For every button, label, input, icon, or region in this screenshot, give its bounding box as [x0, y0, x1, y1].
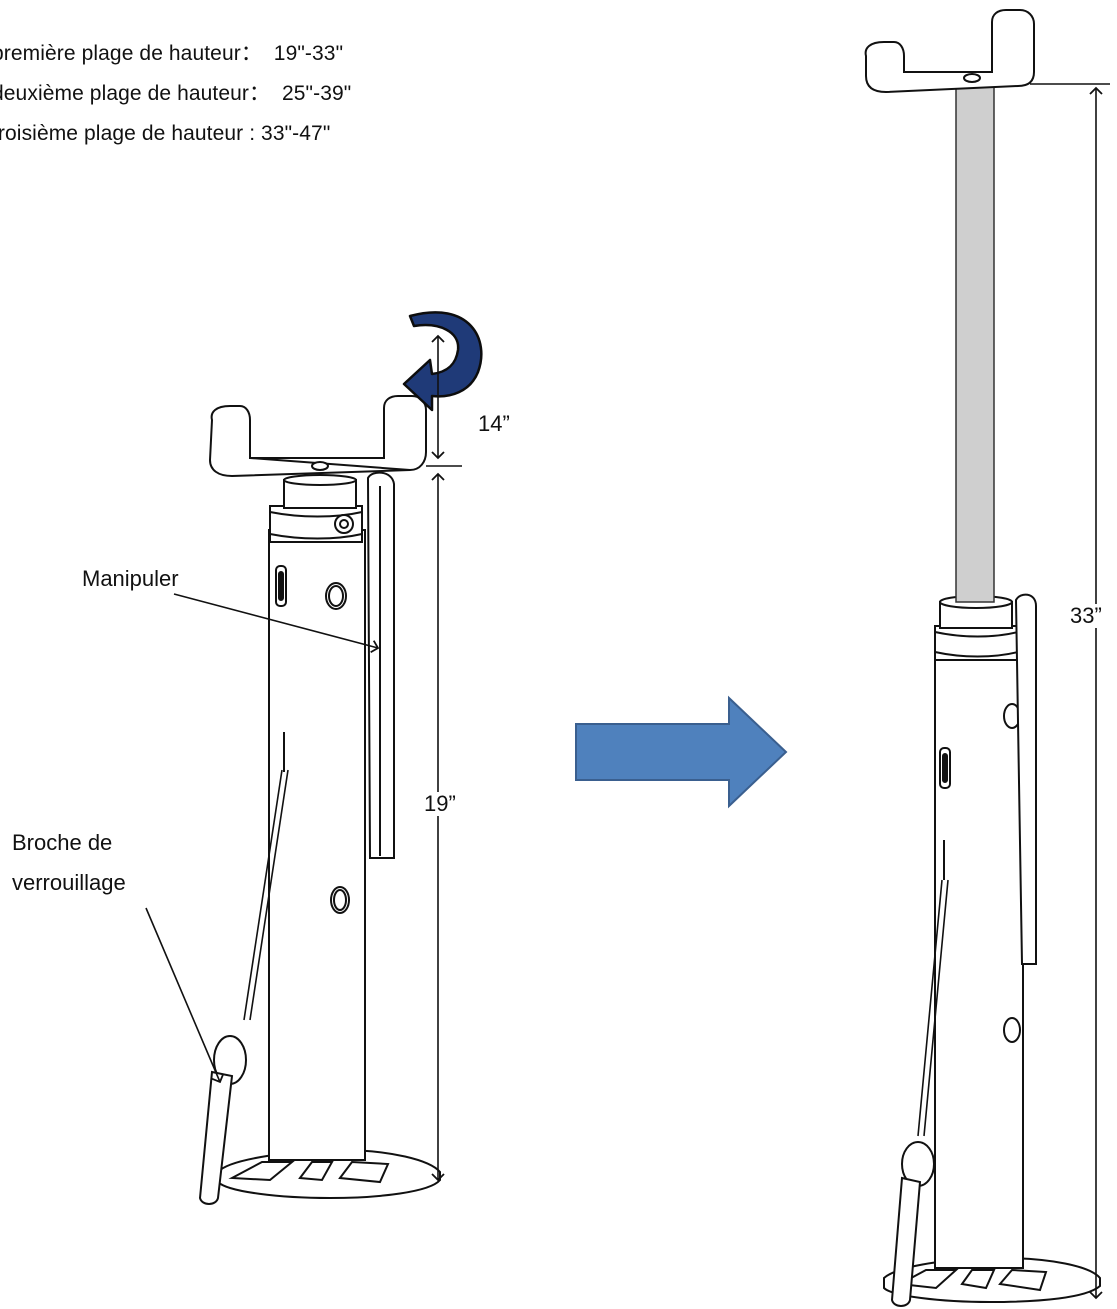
right-arrow-icon — [575, 695, 788, 809]
rotate-arrow-icon — [402, 311, 483, 412]
dimension-extended-height: 33” — [1068, 603, 1104, 628]
saddle-left — [208, 395, 427, 478]
height-range-2: deuxième plage de hauteur： 25"-39" — [0, 82, 352, 105]
dimension-collapsed-height: 19” — [420, 792, 460, 816]
locking-pin-left — [198, 1070, 234, 1205]
threaded-screw — [955, 81, 995, 603]
height-range-3: troisième plage de hauteur : 33"-47" — [0, 122, 331, 145]
stand-collapsed — [198, 395, 441, 1205]
dimension-lines-left — [426, 334, 462, 1182]
stand-extended — [864, 9, 1101, 1307]
dimension-adjust-travel: 14” — [478, 411, 510, 436]
height-range-1: première plage de hauteur： 19"-33" — [0, 42, 344, 65]
height-range-list: première plage de hauteur： 19"-33" deuxi… — [0, 34, 351, 154]
dimension-line-right — [1030, 83, 1110, 1300]
outer-tube-left — [268, 529, 366, 1161]
label-handle: Manipuler — [82, 566, 179, 591]
label-locking-pin-line2: verrouillage — [12, 870, 126, 895]
label-locking-pin-line1: Broche de — [12, 830, 113, 855]
leader-lines — [145, 593, 380, 1084]
